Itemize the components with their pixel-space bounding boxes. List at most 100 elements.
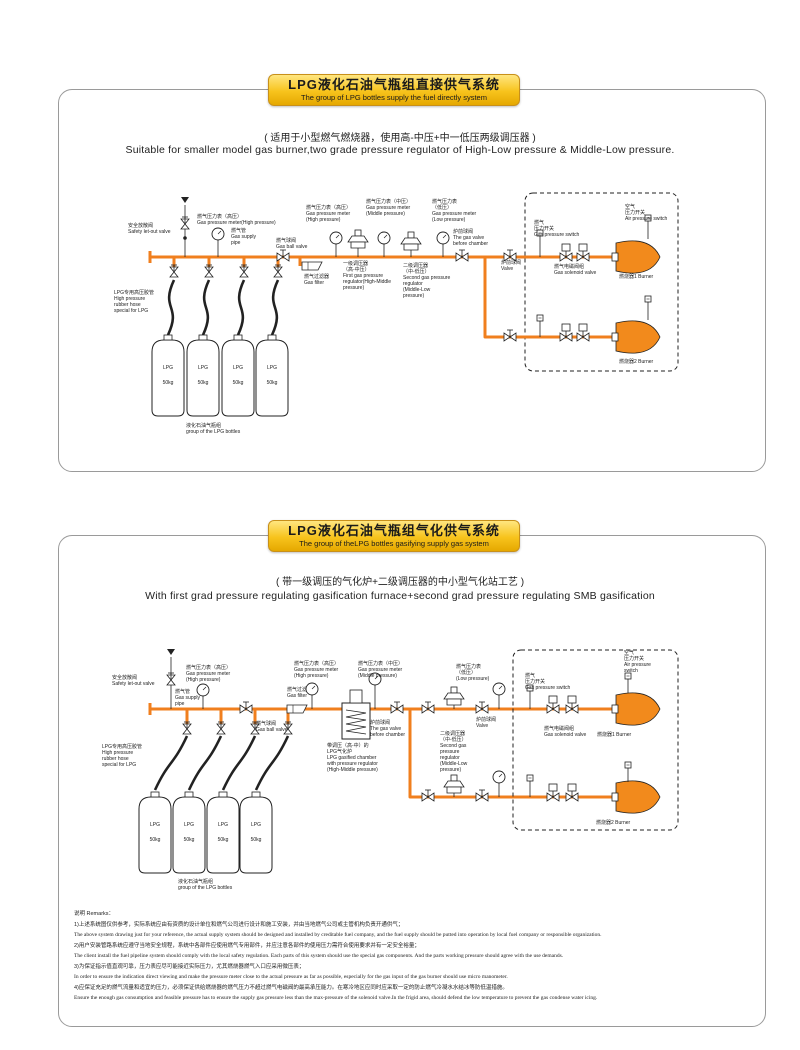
burner2-label: 燃烧器2 Burner	[619, 358, 654, 365]
gauge2-label-line: (High pressure)	[294, 673, 329, 679]
solenoid-valve-icon	[546, 783, 560, 802]
section1-title-cn: LPG液化石油气瓶组直接供气系统	[288, 77, 500, 92]
pressure-regulator-icon	[443, 774, 465, 797]
gauge-low-label-line: 燃气压力表	[432, 198, 457, 205]
air-switch-label-line: switch	[624, 668, 638, 674]
reg2-label-line: regulator	[440, 755, 460, 761]
filter-label-line: 燃气过滤器	[304, 273, 329, 280]
pressure-regulator-icon	[347, 229, 369, 257]
reg1-label-line: regulator(High-Middle	[343, 279, 391, 285]
pressure-switch-icon	[644, 295, 652, 320]
gauge-high-label-line: 燃气压力表（高压）	[197, 213, 242, 220]
gauge-low-label-line: Gas pressure meter	[432, 211, 477, 217]
safety-valve-label-line: Safety let-out valve	[112, 681, 155, 687]
lpg-bottle: LPG 50kg	[255, 334, 289, 417]
reg2-label-line: (Middle-Low	[403, 287, 431, 293]
remark-3-en: In order to ensure the indication direct…	[74, 974, 508, 980]
hose-label-line: LPG专用高压胶管	[102, 743, 142, 750]
section2-title-en: The group of theLPG bottles gasifying su…	[299, 539, 489, 548]
gauge-high-label-line: Gas pressure meter(High pressure)	[197, 220, 276, 226]
valve-icon	[421, 789, 435, 802]
bottle-group-label-line: group of the LPG bottles	[186, 429, 241, 435]
bottle-capacity: 50kg	[233, 380, 244, 386]
valve-icon	[475, 701, 489, 714]
bottle-capacity: 50kg	[267, 380, 278, 386]
bottle-label: LPG	[233, 365, 243, 371]
gauge-low-label-line: （低压）	[456, 669, 476, 676]
bottle-label: LPG	[198, 365, 208, 371]
gauge-high-label-line: Gas pressure meter	[186, 671, 231, 677]
section2-title-banner: LPG液化石油气瓶组气化供气系统 The group of theLPG bot…	[268, 520, 520, 552]
bottle-label: LPG	[218, 822, 228, 828]
joint	[183, 236, 187, 240]
section1-title-en: The group of LPG bottles supply the fuel…	[301, 93, 487, 102]
bottle-label: LPG	[163, 365, 173, 371]
gasifier-label-line: LPG气化炉	[327, 748, 352, 755]
gas-pipe-label-line: 燃气管	[231, 227, 246, 234]
lpg-bottle: LPG 50kg	[221, 334, 255, 417]
ball-valve-icon	[276, 249, 290, 262]
gauge-low-label-line: (Low pressure)	[456, 676, 490, 682]
reg1-label-line: （高-中压）	[343, 266, 370, 273]
pressure-switch-icon	[624, 761, 632, 782]
remark-3-cn: 3)为保证指示值直观可靠，压力表应尽可能接近实际压力，尤其燃烧器燃气入口应采用微…	[74, 963, 305, 970]
gas-pipe-label-line: Gas supply	[231, 234, 257, 240]
ball-valve-label-line: 燃气球阀	[276, 237, 296, 244]
gasifier-label-line: (High-Middle pressure)	[327, 767, 378, 773]
pressure-switch-icon	[536, 314, 544, 337]
bottle-valve-icon	[250, 721, 260, 735]
safety-valve-label-line: Safety let-out valve	[128, 229, 171, 235]
pressure-switch-icon	[644, 214, 652, 239]
gauge-low-label-line: 燃气压力表	[456, 663, 481, 670]
reg2-label-line: （中-低压）	[440, 736, 467, 743]
gauge-mid-label-line: Gas pressure meter	[358, 667, 403, 673]
gauge-high-label-line: (High pressure)	[186, 677, 221, 683]
bottle-capacity: 50kg	[198, 380, 209, 386]
gauge2-label-line: 燃气压力表（高压）	[306, 204, 351, 211]
reg2-label-line: 二级调压器	[403, 262, 428, 269]
safety-valve-label-line: 安全放散阀	[128, 222, 153, 229]
reg2-label-line: 二级调压器	[440, 730, 465, 737]
bottle-group-label-line: 液化石油气瓶组	[186, 422, 221, 429]
gauge2-label-line: 燃气压力表（高压）	[294, 660, 339, 667]
gauge-low-label-line: (Low pressure)	[432, 217, 466, 223]
ball-valve-label-line: Gas ball valve	[256, 727, 288, 733]
rubber-hose	[236, 279, 246, 336]
bottle-group-label-line: group of the LPG bottles	[178, 885, 233, 891]
section1-title-banner: LPG液化石油气瓶组直接供气系统 The group of LPG bottle…	[268, 74, 520, 106]
solenoid-valve-icon	[565, 695, 579, 714]
gauge-mid-label-line: (Middle pressure)	[358, 673, 397, 679]
bottle-valve-icon	[204, 264, 214, 278]
bottle-label: LPG	[267, 365, 277, 371]
air-switch-label-line: 压力开关	[625, 209, 645, 216]
press-switch-label-line: Gas pressure switch	[525, 685, 571, 691]
reg2-label-line: (Middle-Low	[440, 761, 468, 767]
burner-icon	[611, 240, 661, 274]
filter-label-line: Gas filter	[304, 280, 324, 286]
lpg-bottle: LPG 50kg	[186, 334, 220, 417]
press-switch-label-line: 压力开关	[525, 678, 545, 685]
hose-label-line: rubber hose	[114, 302, 141, 308]
pipe	[408, 709, 520, 799]
bottle-valve-icon	[273, 264, 283, 278]
solenoid-valve-icon	[565, 783, 579, 802]
gas-filter-icon	[286, 704, 308, 714]
safety-valve-icon	[180, 216, 190, 230]
gauge-high-label-line: 燃气压力表（高压）	[186, 664, 231, 671]
gas-pipe-label-line: 燃气管	[175, 688, 190, 695]
chamber-valve-label-line: before chamber	[370, 732, 405, 738]
bottle-capacity: 50kg	[163, 380, 174, 386]
bottle-capacity: 50kg	[251, 837, 262, 843]
air-switch-label-line: Air pressure	[624, 662, 651, 668]
chamber-valve-label-line: 炉前球阀	[370, 719, 390, 726]
pressure-gauge-icon	[492, 770, 506, 797]
remark-4-en: Ensure the enough gas consumption and fe…	[74, 995, 598, 1001]
bottle-capacity: 50kg	[218, 837, 229, 843]
remarks-heading: 说明 Remarks：	[74, 911, 115, 917]
air-switch-label-line: 压力开关	[624, 655, 644, 662]
burner-icon	[611, 692, 661, 726]
pressure-gauge-icon	[196, 683, 210, 709]
press-switch-label-line: 燃气	[534, 219, 544, 226]
